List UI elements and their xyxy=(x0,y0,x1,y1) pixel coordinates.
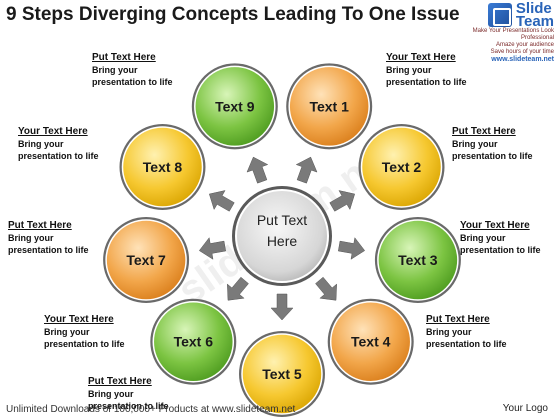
node-label: Text 9 xyxy=(215,98,255,114)
callout-6: Your Text Here Bring your presentation t… xyxy=(460,220,541,256)
node-8: Text 8 xyxy=(119,124,206,210)
callout-line1: Bring your xyxy=(18,139,64,149)
footer-text: Unlimited Downloads of 100,000+ Products… xyxy=(6,404,296,415)
callout-line2: presentation to life xyxy=(460,245,541,255)
node-label: Text 8 xyxy=(143,159,183,175)
callout-line2: presentation to life xyxy=(8,245,89,255)
callout-line1: Bring your xyxy=(386,65,432,75)
node-4: Text 4 xyxy=(327,298,414,385)
callout-9: Put Text Here Bring your presentation to… xyxy=(88,376,169,412)
callout-heading: Your Text Here xyxy=(460,220,530,231)
callout-line1: Bring your xyxy=(460,233,506,243)
arrow-3 xyxy=(338,237,366,260)
nodes-group: Text 1 Text 2 Text 3 Text 4 Text 5 Text 6 Text… xyxy=(103,63,461,417)
node-label: Text 3 xyxy=(398,252,438,268)
callout-line2: presentation to life xyxy=(386,77,467,87)
node-label: Text 6 xyxy=(174,334,214,350)
callout-5: Put Text Here Bring your presentation to… xyxy=(8,220,89,256)
callout-heading: Put Text Here xyxy=(92,52,156,63)
logo-name-line2: Team xyxy=(515,13,554,30)
node-7: Text 7 xyxy=(103,216,190,303)
logo-cube-icon xyxy=(487,3,512,27)
arrow-1 xyxy=(295,156,318,184)
callout-heading: Put Text Here xyxy=(426,314,490,325)
callout-line1: Bring your xyxy=(8,233,54,243)
node-label: Text 2 xyxy=(382,159,422,175)
node-label: Text 4 xyxy=(351,334,391,350)
callout-line1: Bring your xyxy=(44,327,90,337)
callout-line1: Bring your xyxy=(426,327,472,337)
page-title: 9 Steps Diverging Concepts Leading To On… xyxy=(6,4,460,25)
callout-7: Your Text Here Bring your presentation t… xyxy=(44,314,125,350)
callout-line2: presentation to life xyxy=(426,339,507,349)
callout-heading: Put Text Here xyxy=(8,220,72,231)
node-label: Text 5 xyxy=(262,366,302,382)
callout-heading: Your Text Here xyxy=(44,314,114,325)
callout-line2: presentation to life xyxy=(88,401,169,411)
callout-1: Put Text Here Bring your presentation to… xyxy=(92,52,173,88)
callout-line2: presentation to life xyxy=(92,77,173,87)
center-node: Put Text Here xyxy=(232,186,332,286)
node-label: Text 7 xyxy=(126,252,166,268)
callout-line2: presentation to life xyxy=(44,339,125,349)
callout-line1: Bring your xyxy=(88,389,134,399)
arrows-group xyxy=(198,156,366,321)
logo-url: www.slideteam.net xyxy=(491,56,554,63)
node-6: Text 6 xyxy=(150,298,237,385)
node-2: Text 2 xyxy=(358,124,445,210)
callout-3: Your Text Here Bring your presentation t… xyxy=(18,126,99,162)
callout-line2: presentation to life xyxy=(452,151,533,161)
logo-tagline3: Save hours of your time xyxy=(490,49,554,55)
node-3: Text 3 xyxy=(374,216,461,303)
node-9: Text 9 xyxy=(191,63,278,150)
callout-heading: Your Text Here xyxy=(18,126,88,137)
callout-line1: Bring your xyxy=(452,139,498,149)
node-5: Text 5 xyxy=(239,331,325,417)
logo-tagline1: Make Your Presentations Look Professiona… xyxy=(472,28,554,41)
center-text-line1: Put Text xyxy=(257,212,307,228)
arrow-9 xyxy=(246,156,269,184)
arrow-8 xyxy=(208,190,235,212)
callout-4: Put Text Here Bring your presentation to… xyxy=(452,126,533,162)
callout-heading: Put Text Here xyxy=(452,126,516,137)
callout-8: Put Text Here Bring your presentation to… xyxy=(426,314,507,350)
arrow-6 xyxy=(227,276,249,301)
logo-name-line1: Slide xyxy=(515,0,552,17)
slideteam-logo: Slide Team Make Your Presentations Look … xyxy=(446,0,554,63)
node-label: Text 1 xyxy=(309,98,349,114)
callout-2: Your Text Here Bring your presentation t… xyxy=(386,52,467,88)
arrow-4 xyxy=(315,276,337,301)
node-1: Text 1 xyxy=(286,63,373,150)
callout-heading: Your Text Here xyxy=(386,52,456,63)
arrow-5 xyxy=(270,293,294,321)
center-text-line2: Here xyxy=(267,233,298,249)
logo-tagline2: Amaze your audience xyxy=(495,42,554,48)
callout-line1: Bring your xyxy=(92,65,138,75)
arrow-2 xyxy=(329,190,356,212)
callout-line2: presentation to life xyxy=(18,151,99,161)
callout-heading: Put Text Here xyxy=(88,376,152,387)
arrow-7 xyxy=(198,237,226,260)
your-logo-text: Your Logo xyxy=(502,403,548,414)
